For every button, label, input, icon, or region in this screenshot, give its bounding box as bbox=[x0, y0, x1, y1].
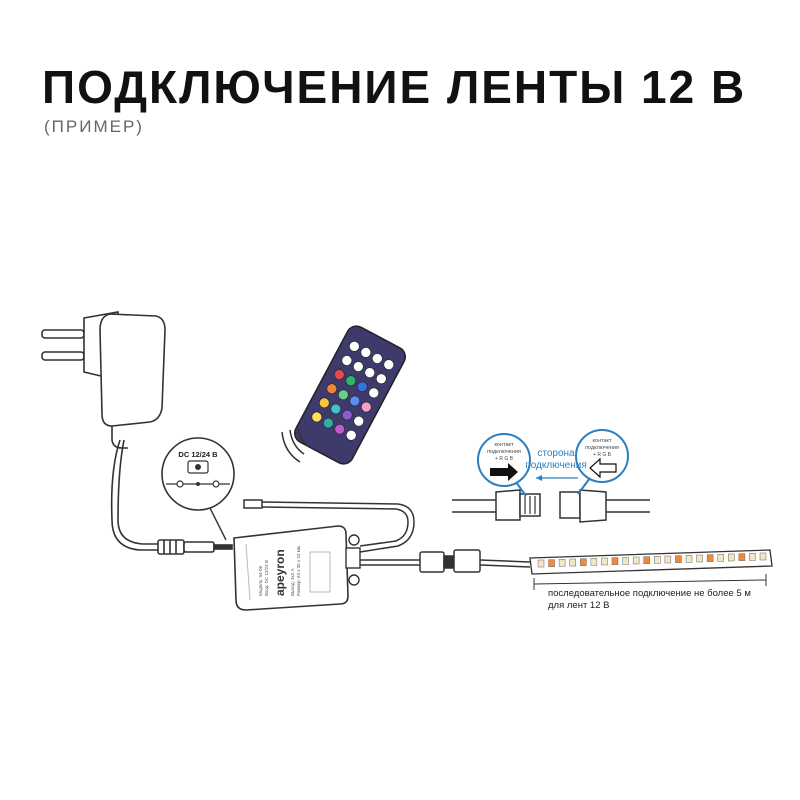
adapter-cable bbox=[110, 439, 160, 551]
page-subtitle: (ПРИМЕР) bbox=[44, 117, 144, 136]
remote-button bbox=[375, 373, 387, 385]
remote-button bbox=[345, 429, 357, 441]
led-strip: последовательное подключение не более 5 … bbox=[529, 549, 773, 611]
strip-note-line2: для лент 12 В bbox=[548, 600, 609, 611]
controller-spec-2: Вход: DC 12/24 В bbox=[264, 560, 269, 596]
remote-button bbox=[341, 409, 353, 421]
led-cell bbox=[590, 558, 598, 566]
dc-plug bbox=[157, 539, 233, 555]
remote-button bbox=[330, 403, 342, 415]
controller-brand: apeyron bbox=[273, 549, 287, 596]
side-label-line2: подключения bbox=[525, 460, 587, 471]
right-bubble-line2: подключения bbox=[585, 445, 619, 451]
remote-button bbox=[353, 361, 364, 372]
power-adapter bbox=[41, 311, 166, 449]
remote-button bbox=[383, 359, 395, 370]
ir-signal-waves bbox=[281, 427, 309, 463]
led-cell bbox=[632, 556, 640, 565]
remote-button bbox=[364, 367, 376, 378]
page-title: ПОДКЛЮЧЕНИЕ ЛЕНТЫ 12 В bbox=[42, 61, 747, 113]
remote-button bbox=[353, 415, 365, 427]
right-bubble-line1: контакт bbox=[592, 438, 612, 444]
led-cell bbox=[643, 556, 650, 564]
led-cell bbox=[654, 556, 661, 564]
left-bubble-line1: контакт bbox=[494, 442, 514, 448]
led-cell bbox=[548, 559, 555, 567]
led-cell bbox=[601, 557, 608, 566]
remote-button bbox=[326, 383, 338, 395]
dc-callout: DC 12/24 В bbox=[161, 437, 235, 541]
remote-control bbox=[294, 325, 406, 465]
remote-button bbox=[349, 395, 361, 407]
remote-button bbox=[311, 411, 323, 423]
led-cell bbox=[759, 552, 767, 561]
remote-button bbox=[322, 417, 334, 429]
remote-button bbox=[360, 401, 372, 413]
led-cell bbox=[728, 553, 735, 562]
led-cell bbox=[675, 555, 682, 563]
ir-receiver-cable bbox=[243, 499, 415, 553]
remote-button bbox=[345, 375, 357, 387]
output-cable bbox=[360, 559, 420, 566]
arrow-right-icon bbox=[490, 463, 518, 481]
remote-button bbox=[334, 423, 346, 435]
rgb-controller: apeyron Модель: 04-06 Вход: DC 12/24 В В… bbox=[233, 525, 361, 611]
dc-label: DC 12/24 В bbox=[178, 450, 218, 459]
side-label-line1: сторона bbox=[537, 448, 575, 459]
remote-button bbox=[372, 353, 383, 364]
remote-button bbox=[356, 381, 368, 393]
connector-detail: контакт подключения + R G B контакт подк… bbox=[452, 429, 650, 523]
led-cell bbox=[706, 554, 714, 562]
controller-spec-1: Модель: 04-06 bbox=[258, 565, 263, 596]
led-cell bbox=[664, 555, 672, 564]
remote-button bbox=[368, 387, 380, 399]
controller-spec-3: Выход: 3х2 А bbox=[290, 569, 295, 596]
remote-button bbox=[349, 341, 360, 352]
left-bubble-line3: + R G B bbox=[495, 456, 514, 462]
remote-button bbox=[360, 347, 372, 358]
strip-note-line1: последовательное подключение не более 5 … bbox=[548, 588, 751, 599]
right-bubble-line3: + R G B bbox=[593, 452, 612, 458]
led-cell bbox=[717, 554, 724, 562]
led-cell bbox=[685, 555, 693, 563]
remote-button bbox=[337, 389, 349, 401]
remote-button bbox=[319, 397, 330, 409]
led-cell bbox=[738, 553, 746, 561]
led-cell bbox=[749, 553, 756, 561]
remote-button bbox=[341, 355, 353, 366]
led-cell bbox=[611, 557, 619, 565]
led-cell bbox=[537, 559, 545, 568]
led-cell bbox=[622, 557, 629, 565]
left-bubble-line2: подключения bbox=[487, 449, 521, 455]
arrow-left-icon bbox=[589, 457, 617, 479]
controller-spec-4: Размер: 63 х 35 х 23 мм bbox=[296, 546, 301, 596]
led-cell bbox=[696, 554, 703, 563]
led-cell bbox=[569, 558, 576, 567]
remote-button bbox=[334, 369, 345, 380]
led-cell bbox=[558, 559, 566, 567]
led-cell bbox=[580, 558, 587, 566]
strip-connector-pair bbox=[419, 549, 531, 573]
